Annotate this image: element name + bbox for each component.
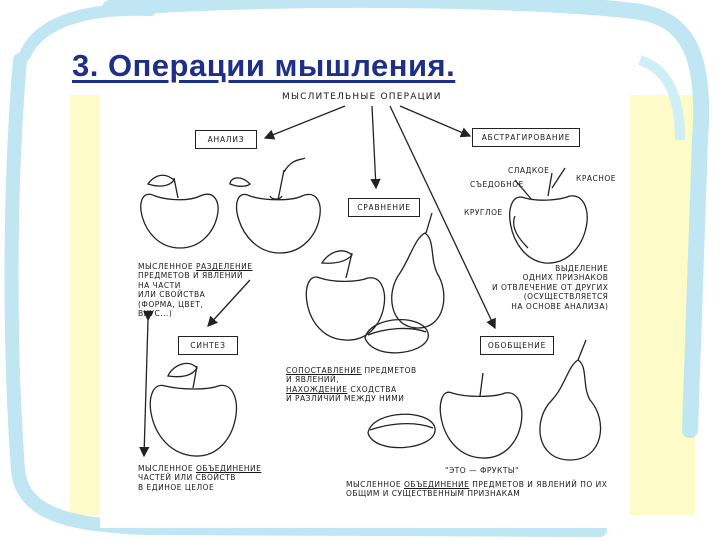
analysis-description: МЫСЛЕННОЕ РАЗДЕЛЕНИЕ ПРЕДМЕТОВ И ЯВЛЕНИЙ…: [138, 262, 253, 318]
comparison-description: СОПОСТАВЛЕНИЕ ПРЕДМЕТОВ И ЯВЛЕНИЙ, НАХОЖ…: [286, 366, 417, 404]
property-round: КРУГЛОЕ: [464, 208, 503, 217]
arrow-to-comparison: [370, 105, 381, 190]
arrow-to-abstraction: [399, 105, 472, 138]
generalization-description: МЫСЛЕННОЕ ОБЪЕДИНЕНИЕ ПРЕДМЕТОВ И ЯВЛЕНИ…: [346, 480, 608, 499]
synthesis-description: МЫСЛЕННОЕ ОБЪЕДИНЕНИЕ ЧАСТЕЙ ИЛИ СВОЙСТВ…: [138, 464, 262, 492]
apple-synthesis-icon: [149, 362, 238, 457]
pear-generalization-icon: [539, 339, 602, 461]
box-analysis: АНАЛИЗ: [195, 130, 257, 149]
fruits-label: "ЭТО — ФРУКТЫ": [445, 466, 519, 475]
diagram-drawing: [139, 105, 602, 461]
box-abstraction: АБСТРАГИРОВАНИЕ: [472, 128, 580, 147]
box-generalization: ОБОБЩЕНИЕ: [480, 336, 554, 355]
plum-comparison-icon: [364, 319, 429, 354]
property-sweet: СЛАДКОЕ: [508, 166, 550, 175]
plum-generalization-icon: [367, 413, 436, 449]
apple-generalization-icon: [439, 372, 523, 459]
box-synthesis: СИНТЕЗ: [178, 336, 238, 355]
abstraction-description: ВЫДЕЛЕНИЕ ОДНИХ ПРИЗНАКОВ И ОТВЛЕЧЕНИЕ О…: [492, 264, 609, 311]
property-red: КРАСНОЕ: [576, 174, 616, 183]
arrow-to-analysis: [263, 105, 346, 140]
arrow-to-synthesis: [207, 279, 251, 327]
arrow-to-generalization: [389, 105, 496, 330]
arrow-synthesis-bracket: [139, 310, 154, 458]
thinking-operations-diagram: МЫСЛИТЕЛЬНЫЕ ОПЕРАЦИИ АНАЛИЗ СРАВНЕНИЕ А…: [100, 88, 630, 528]
apple-abstraction-icon: [509, 167, 588, 264]
property-edible: СЪЕДОБНОЕ: [470, 180, 524, 189]
box-comparison: СРАВНЕНИЕ: [348, 198, 420, 217]
slide-title: 3. Операции мышления.: [72, 48, 456, 83]
pear-comparison-icon: [391, 212, 445, 329]
apple-part-icon: [229, 157, 321, 254]
diagram-root-label: МЫСЛИТЕЛЬНЫЕ ОПЕРАЦИИ: [282, 92, 442, 102]
apple-whole-icon: [140, 174, 219, 249]
